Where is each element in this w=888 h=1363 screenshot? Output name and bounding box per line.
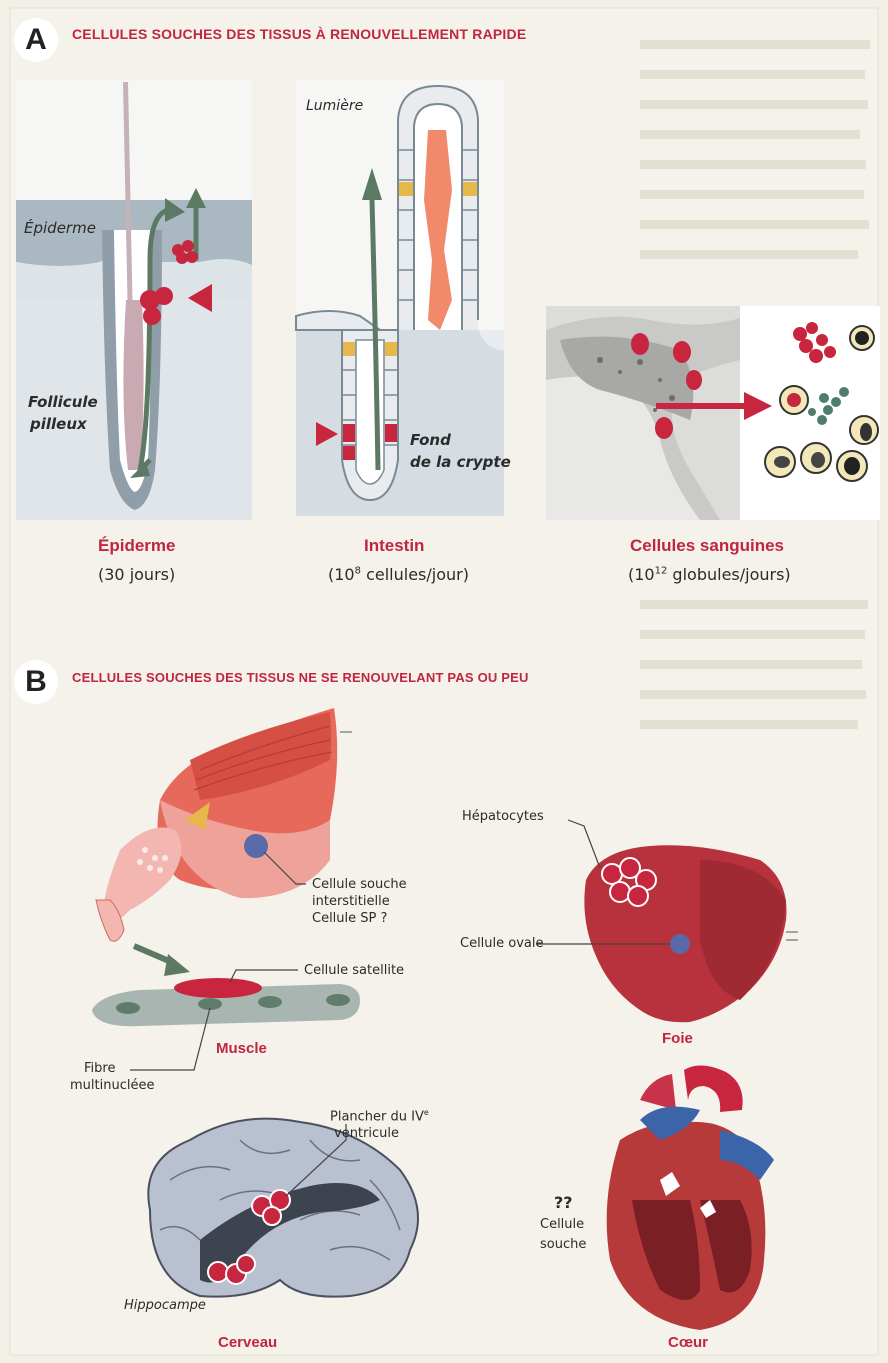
label-coeur-souche: souche (540, 1236, 586, 1253)
label-coeur-qq: ?? (554, 1194, 573, 1211)
label-coeur-cellule: Cellule (540, 1216, 584, 1233)
caption-coeur: Cœur (668, 1334, 708, 1351)
